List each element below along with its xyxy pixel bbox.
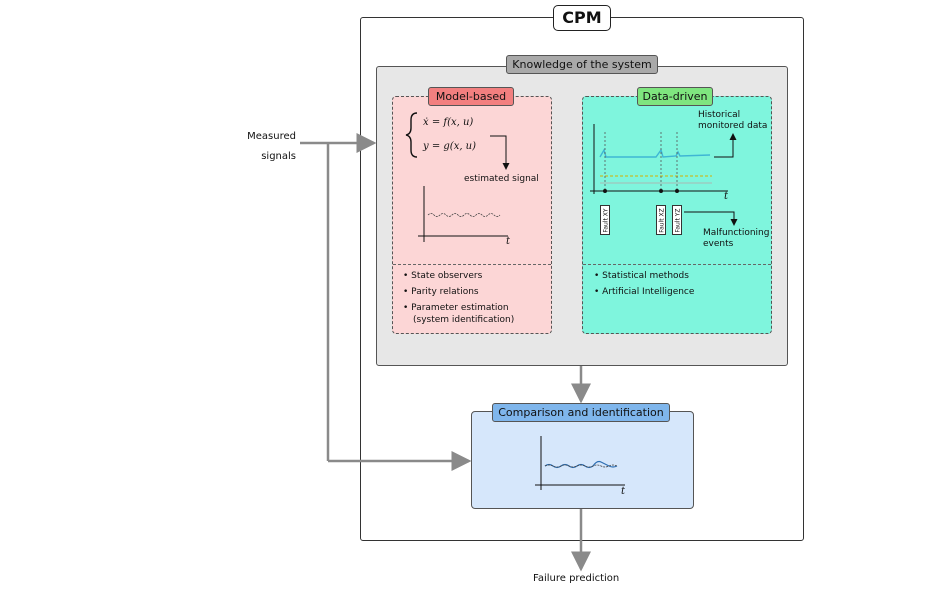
compare-signal-curve: [544, 460, 618, 469]
malfunction-label: Malfunctioning events: [703, 228, 770, 249]
model-axis-t-label: t: [506, 236, 511, 247]
list-item: • Statistical methods: [594, 271, 689, 281]
equation-brace: [405, 112, 418, 158]
data-separator: [583, 264, 771, 265]
historical-arrow: [714, 133, 737, 158]
data-bullet-list: • Statistical methods • Artificial Intel…: [594, 270, 694, 298]
failure-prediction-label: Failure prediction: [533, 573, 620, 584]
model-separator: [393, 264, 551, 265]
fault-xz-marker: Fault XZ: [656, 205, 666, 235]
fault-yz-dot: [675, 189, 679, 193]
knowledge-title: Knowledge of the system: [506, 55, 658, 74]
list-item: • Artificial Intelligence: [594, 287, 695, 297]
model-equation-2: y = g(x, u): [423, 141, 477, 152]
list-item: • State observers: [403, 271, 483, 281]
list-item: • Parity relations: [403, 287, 479, 297]
estimated-signal-arrow: [490, 135, 510, 170]
data-axis-t-label: t: [724, 191, 729, 202]
compare-estimated-curve: [544, 464, 618, 468]
fault-yz-marker: Fault YZ: [672, 205, 682, 235]
comparison-panel: [471, 411, 694, 509]
cpm-title: CPM: [553, 5, 611, 31]
model-based-title: Model-based: [428, 87, 514, 106]
historical-label: Historical monitored data: [698, 110, 768, 131]
fault-xz-dot: [659, 189, 663, 193]
list-item: (system identification): [413, 315, 515, 325]
estimated-signal-label: estimated signal: [464, 174, 539, 184]
model-based-panel: [392, 96, 552, 334]
compare-axis-t-label: t: [621, 486, 626, 497]
data-driven-title: Data-driven: [637, 87, 713, 106]
comparison-title: Comparison and identification: [492, 403, 670, 422]
estimated-signal-curve: [427, 213, 501, 217]
malfunction-arrow: [684, 211, 738, 226]
measured-signals-label: Measured signals: [247, 131, 296, 162]
historical-curve-1: [599, 148, 711, 158]
model-bullet-list: • State observers • Parity relations • P…: [403, 270, 514, 326]
model-equation-1: ẋ = f(x, u): [423, 117, 474, 128]
fault-xy-marker: Fault XY: [600, 205, 610, 235]
list-item: • Parameter estimation: [403, 303, 509, 313]
fault-xy-dot: [603, 189, 607, 193]
